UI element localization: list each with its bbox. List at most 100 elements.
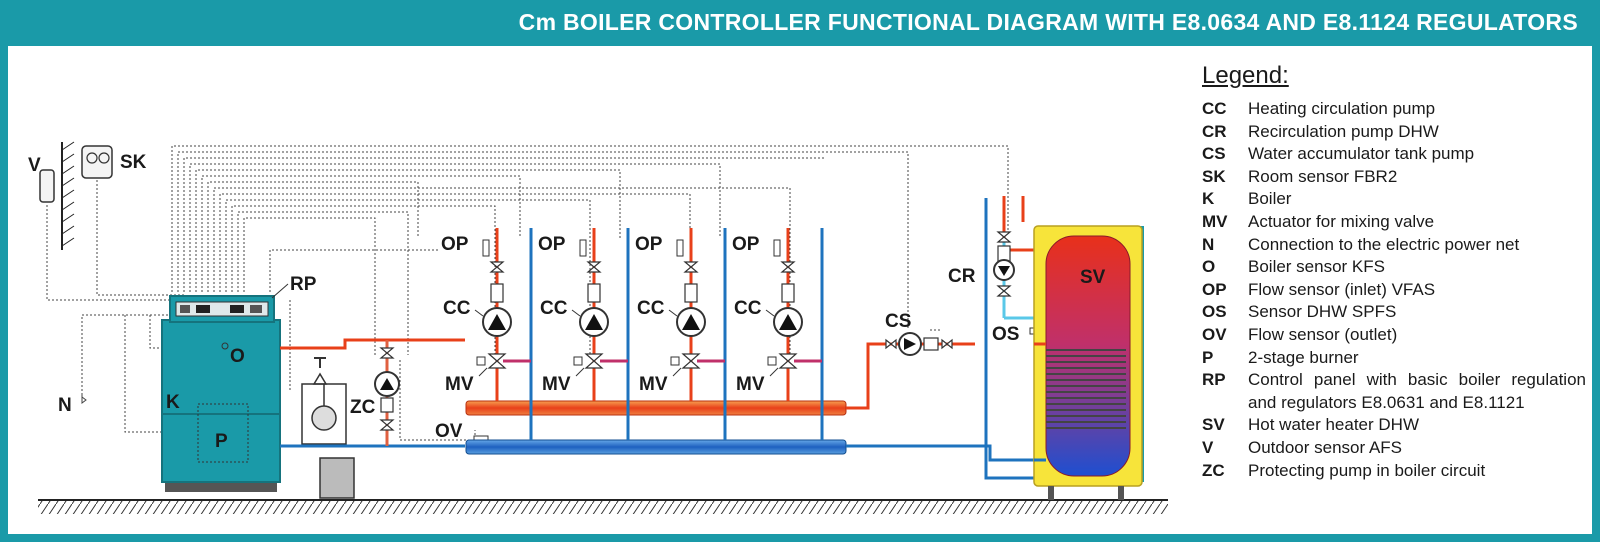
circulation-pump-icon — [482, 307, 512, 337]
legend-description: Recirculation pump DHW — [1248, 121, 1439, 141]
circulation-pump-icon — [676, 307, 706, 337]
legend-code: V — [1202, 437, 1214, 457]
label-mv: MV — [639, 374, 668, 395]
label-mv: MV — [542, 374, 571, 395]
check-valve-icon — [490, 283, 504, 303]
label-cc: CC — [540, 298, 568, 319]
label-k: K — [166, 392, 180, 413]
legend-item: OS Sensor DHW SPFS — [1202, 301, 1586, 324]
boiler-hot-line — [280, 338, 465, 350]
legend-code: SV — [1202, 415, 1225, 435]
title-bar: Cm BOILER CONTROLLER FUNCTIONAL DIAGRAM … — [0, 0, 1600, 46]
label-op: OP — [538, 234, 566, 255]
dhw-cold-line — [984, 198, 1035, 480]
expansion-vessel-icon — [301, 357, 355, 499]
check-valve-icon — [587, 283, 601, 303]
room-sensor-icon — [81, 145, 113, 179]
label-cc: CC — [734, 298, 762, 319]
mixing-valve-icon — [670, 353, 701, 369]
legend-code: CC — [1202, 99, 1227, 118]
flow-sensor-icon — [676, 239, 684, 257]
cold-header — [465, 439, 847, 455]
protecting-pump-icon — [374, 340, 400, 446]
legend-item: SV Hot water heater DHW — [1202, 414, 1586, 437]
legend-code: MV — [1202, 211, 1228, 231]
floor — [38, 499, 1168, 514]
legend-description: Room sensor FBR2 — [1248, 166, 1398, 186]
label-cc: CC — [443, 298, 471, 319]
label-sv: SV — [1080, 267, 1106, 288]
valve-icon — [683, 261, 699, 273]
boiler — [161, 295, 281, 492]
legend-code: CR — [1202, 121, 1227, 141]
label-o: O — [230, 346, 245, 367]
label-rp: RP — [290, 274, 317, 295]
dhw-tank — [1033, 225, 1144, 500]
tank-pump-icon — [885, 332, 953, 356]
outdoor-wall — [61, 141, 75, 250]
valve-icon — [489, 261, 505, 273]
legend-description: 2-stage burner — [1248, 347, 1359, 367]
page-title: Cm BOILER CONTROLLER FUNCTIONAL DIAGRAM … — [518, 9, 1578, 35]
legend-description: Control panel with basic boiler regulati… — [1248, 370, 1586, 412]
label-ov: OV — [435, 421, 463, 442]
legend-item: K Boiler — [1202, 188, 1586, 211]
mixing-valve-icon — [767, 353, 798, 369]
legend-description: Water accumulator tank pump — [1248, 144, 1475, 164]
legend-description: Flow sensor (outlet) — [1248, 324, 1398, 344]
hot-header — [465, 400, 847, 416]
circulation-pump-icon — [579, 307, 609, 337]
legend-code: OV — [1202, 324, 1227, 344]
flow-sensor-icon — [773, 239, 781, 257]
legend-description: Flow sensor (inlet) VFAS — [1248, 279, 1436, 299]
legend-description: Boiler sensor KFS — [1248, 257, 1385, 277]
legend-code: RP — [1202, 370, 1226, 390]
legend-item: ZC Protecting pump in boiler circuit — [1202, 460, 1586, 483]
legend-code: N — [1202, 234, 1215, 254]
legend-item: CR Recirculation pump DHW — [1202, 121, 1586, 144]
legend-code: O — [1202, 257, 1216, 277]
legend-item: N Connection to the electric power net — [1202, 234, 1586, 257]
label-op: OP — [732, 234, 760, 255]
control-wiring — [46, 145, 1009, 441]
legend-item: V Outdoor sensor AFS — [1202, 437, 1586, 460]
recirculation-pump-icon — [993, 231, 1015, 297]
circulation-pump-icon — [773, 307, 803, 337]
legend-code: OS — [1202, 302, 1227, 322]
legend-item: MV Actuator for mixing valve — [1202, 211, 1586, 234]
legend-description: Connection to the electric power net — [1248, 234, 1520, 254]
tank-return-line — [846, 444, 1035, 462]
label-cc: CC — [637, 298, 665, 319]
label-n: N — [58, 395, 72, 416]
legend-description: Boiler — [1248, 189, 1292, 209]
label-mv: MV — [445, 374, 474, 395]
legend-description: Sensor DHW SPFS — [1248, 302, 1397, 322]
outdoor-sensor-icon — [39, 169, 55, 203]
label-p: P — [215, 431, 228, 452]
check-valve-icon — [684, 283, 698, 303]
legend-description: Outdoor sensor AFS — [1248, 437, 1403, 457]
mixing-valve-icon — [573, 353, 604, 369]
flow-sensor-icon — [579, 239, 587, 257]
legend-description: Actuator for mixing valve — [1248, 211, 1435, 231]
legend-item: RP Control panel with basic boiler regula… — [1202, 369, 1586, 414]
legend-description: Protecting pump in boiler circuit — [1248, 460, 1486, 480]
valve-icon — [780, 261, 796, 273]
heating-circuit: OP CC MV — [538, 228, 630, 440]
legend-description: Hot water heater DHW — [1248, 415, 1419, 435]
legend-code: ZC — [1202, 460, 1225, 480]
label-v: V — [28, 155, 41, 176]
legend-title: Legend: — [1202, 62, 1289, 89]
legend-code: K — [1202, 189, 1215, 209]
label-cs: CS — [885, 311, 911, 332]
